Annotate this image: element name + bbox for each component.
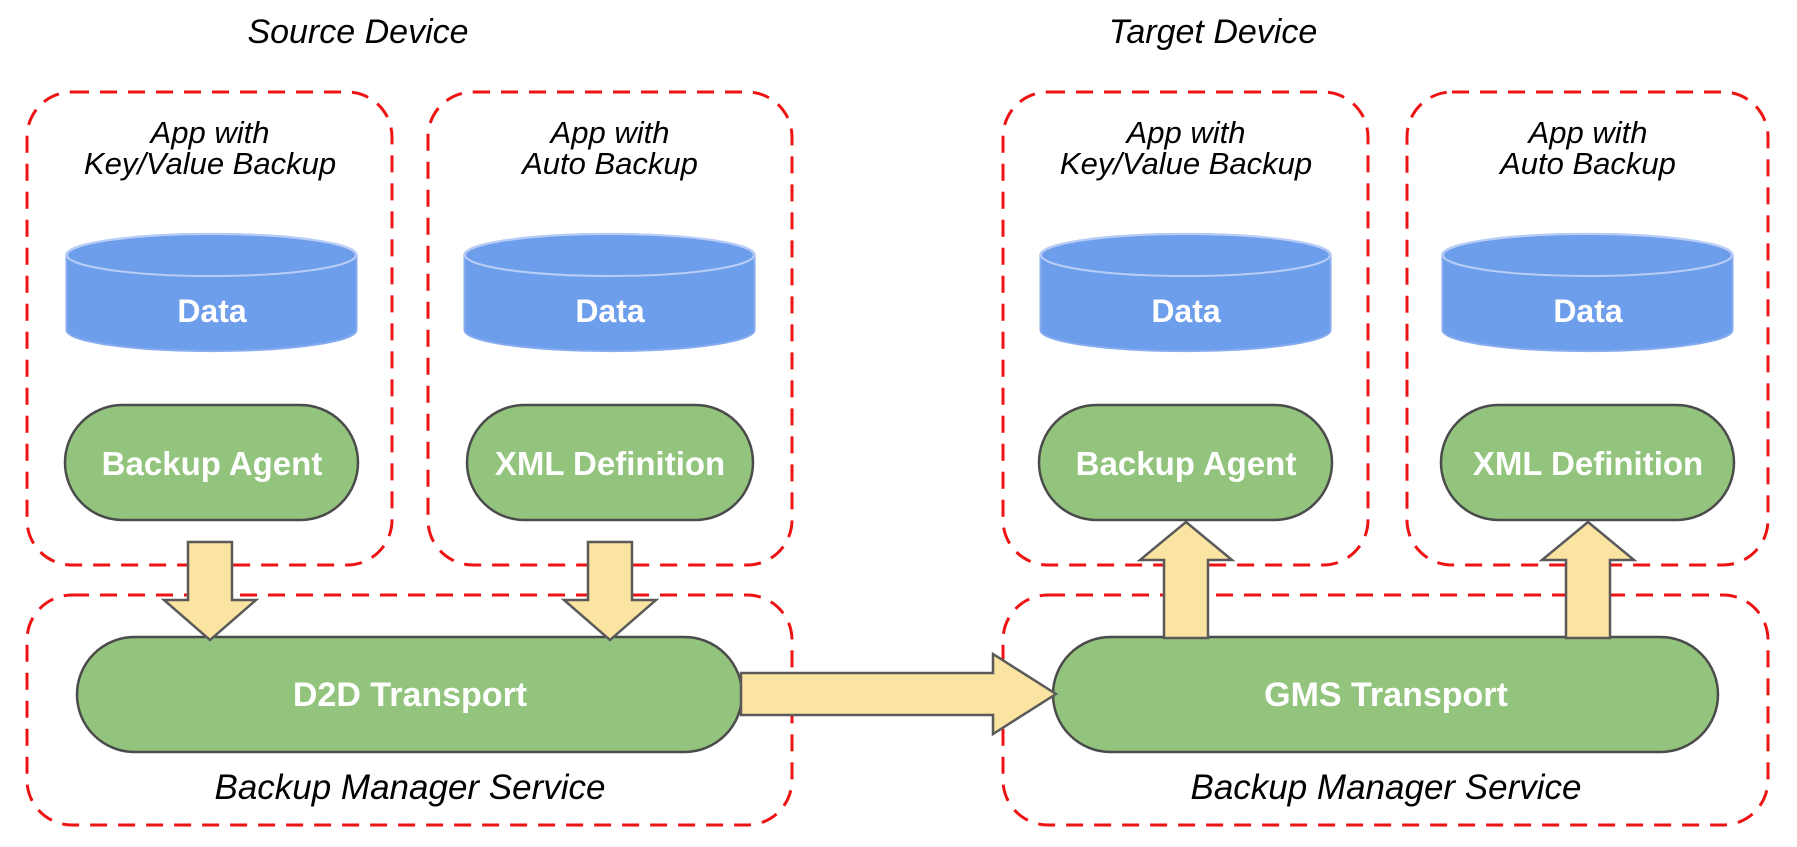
source-keyvalue-app-title-line1: App with xyxy=(149,115,270,150)
cylinder-rim xyxy=(1442,233,1733,277)
target-keyvalue-app-title-line1: App with xyxy=(1125,115,1246,150)
target-backup-agent-pill xyxy=(1037,403,1334,522)
down-arrow-backup-agent-to-d2d xyxy=(160,540,260,642)
gms-transport-label: GMS Transport xyxy=(1264,676,1508,714)
source-keyvalue-app-title-line2: Key/Value Backup xyxy=(84,146,336,181)
source-auto-app-title-line2: Auto Backup xyxy=(520,146,698,181)
source-xml-definition-pill xyxy=(465,403,755,522)
source-xml-definition-label: XML Definition xyxy=(495,445,725,482)
cylinder-rim xyxy=(66,233,357,277)
up-arrow-gms-to-backup-agent xyxy=(1136,520,1236,640)
source-auto-app-title-line1: App with xyxy=(549,115,670,150)
target-xml-definition-label: XML Definition xyxy=(1473,445,1703,482)
right-arrow-d2d-to-gms xyxy=(739,651,1059,737)
target-auto-app-title-line2: Auto Backup xyxy=(1498,146,1676,181)
target-backup-agent-label: Backup Agent xyxy=(1076,445,1297,482)
target-keyvalue-app-title-line2: Key/Value Backup xyxy=(1060,146,1312,181)
source-backup-agent-label: Backup Agent xyxy=(102,445,323,482)
source-keyvalue-data-cylinder xyxy=(65,232,358,353)
target-auto-app-title-line1: App with xyxy=(1527,115,1648,150)
source-backup-agent-pill xyxy=(63,403,360,522)
target-device-title: Target Device xyxy=(1109,13,1318,51)
target-auto-data-cylinder xyxy=(1441,232,1734,353)
source-auto-data-label: Data xyxy=(575,293,645,329)
source-backup-manager-label: Backup Manager Service xyxy=(214,768,605,807)
source-keyvalue-data-label: Data xyxy=(177,293,247,329)
source-auto-data-cylinder xyxy=(463,232,756,353)
cylinder-rim xyxy=(1040,233,1331,277)
cylinder-rim xyxy=(464,233,755,277)
target-xml-definition-pill xyxy=(1439,403,1736,522)
target-auto-data-label: Data xyxy=(1553,293,1623,329)
source-device-title: Source Device xyxy=(247,13,468,51)
target-keyvalue-data-cylinder xyxy=(1039,232,1332,353)
d2d-transport-label: D2D Transport xyxy=(293,676,527,714)
down-arrow-xml-definition-to-d2d xyxy=(560,540,660,642)
target-keyvalue-data-label: Data xyxy=(1151,293,1221,329)
up-arrow-gms-to-xml-definition xyxy=(1538,520,1638,640)
target-backup-manager-label: Backup Manager Service xyxy=(1190,768,1581,807)
